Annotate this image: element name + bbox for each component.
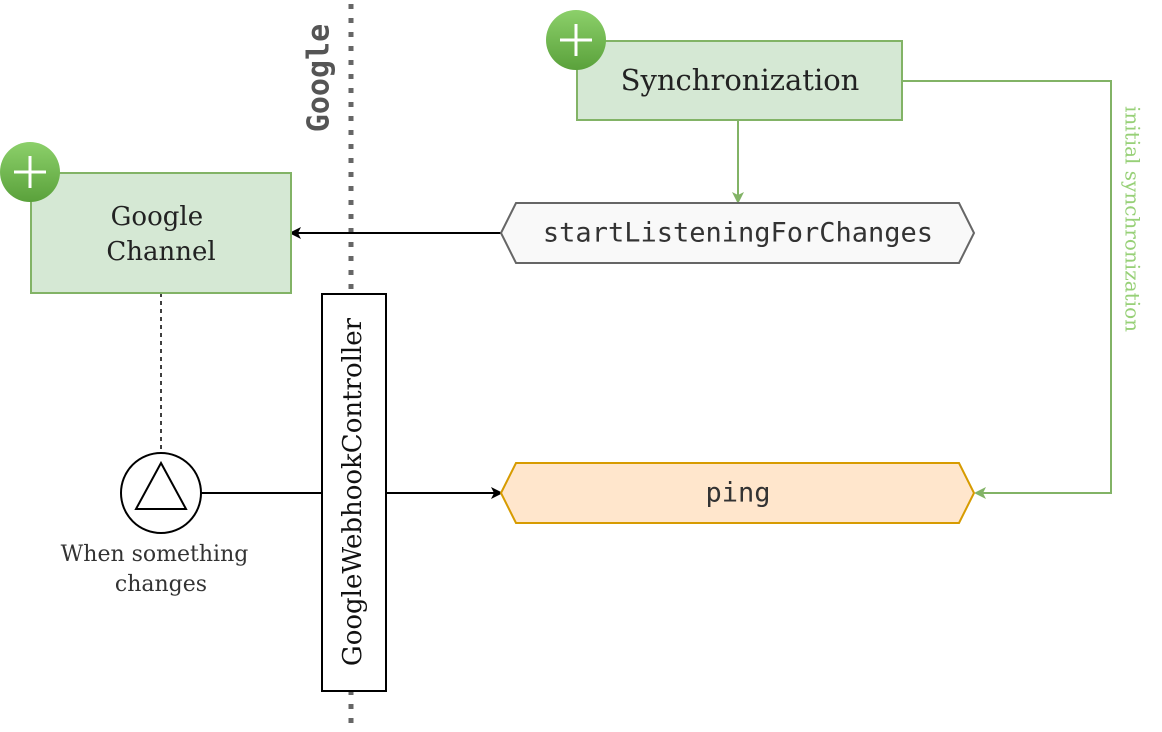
add-badge-synchronization[interactable] — [546, 10, 606, 70]
node-ping[interactable]: ping — [499, 462, 976, 524]
node-ping-shape — [499, 462, 976, 524]
node-google-channel-label: Google Channel — [106, 202, 215, 267]
triangle-icon — [134, 460, 188, 510]
node-synchronization-label: Synchronization — [621, 63, 860, 97]
node-google-channel[interactable]: Google Channel — [30, 172, 292, 294]
node-trigger[interactable]: When something changes — [61, 452, 256, 597]
node-webhook-controller-box — [321, 293, 387, 692]
node-synchronization[interactable]: Synchronization — [576, 40, 903, 121]
add-badge-google-channel[interactable] — [0, 142, 60, 202]
node-google-channel-label-line1: Google — [111, 202, 203, 232]
node-start-listening-label: startListeningForChanges — [543, 218, 933, 249]
node-synchronization-box — [576, 40, 903, 121]
node-start-listening[interactable]: startListeningForChanges — [499, 202, 976, 264]
node-google-channel-label-line2: Channel — [106, 237, 215, 267]
edge-initial-sync-label: initial synchronization — [1121, 106, 1145, 332]
trigger-label-line1: When something — [61, 542, 249, 567]
node-webhook-controller[interactable]: GoogleWebhookController — [321, 293, 387, 692]
edge-initial-sync — [902, 80, 1112, 499]
node-webhook-controller-label: GoogleWebhookController — [338, 317, 368, 666]
node-start-listening-shape — [499, 202, 976, 264]
trigger-label-line2: changes — [115, 572, 207, 597]
trigger-label: When something changes — [61, 542, 256, 597]
node-ping-label: ping — [705, 478, 770, 509]
boundary-label: Google — [302, 24, 337, 132]
node-google-channel-box — [30, 172, 292, 294]
